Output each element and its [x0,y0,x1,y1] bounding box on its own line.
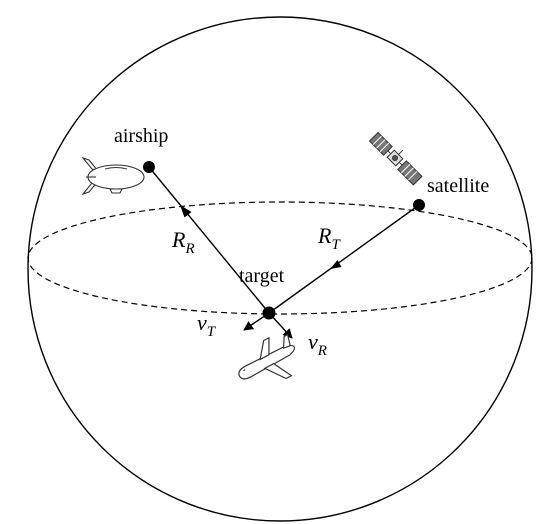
range-line-airship [148,166,270,314]
satellite-icon [368,131,423,186]
airship-point [143,161,155,173]
velocity-label-v_R-base: v [308,329,318,354]
velocity-label-v_T-base: v [197,310,207,335]
range-label-R_R: RR [171,227,195,257]
velocity-label-v_R: vR [308,329,327,359]
range-label-R_R-base: R [171,227,186,252]
range-label-R_T-base: R [317,223,332,248]
satellite-label: satellite [427,175,489,197]
range-label-R_T: RT [317,223,341,253]
velocity-label-v_T: vT [197,310,217,340]
range-arrow-satellite [330,260,342,269]
range-arrow-airship [180,205,192,218]
range-label-R_R-sub: R [184,241,194,257]
airplane-icon [238,333,296,380]
satellite-point [413,199,425,211]
target-point [262,306,276,320]
sphere-outline [27,16,533,522]
equator-ellipse [27,201,533,315]
airship-icon [81,156,145,196]
velocity-label-v_R-sub: R [317,343,327,359]
target-label: target [239,265,285,287]
range-label-R_T-sub: T [331,237,341,253]
velocity-label-v_T-sub: T [207,324,217,340]
range-line-satellite [268,204,420,314]
airship-label: airship [114,125,168,147]
